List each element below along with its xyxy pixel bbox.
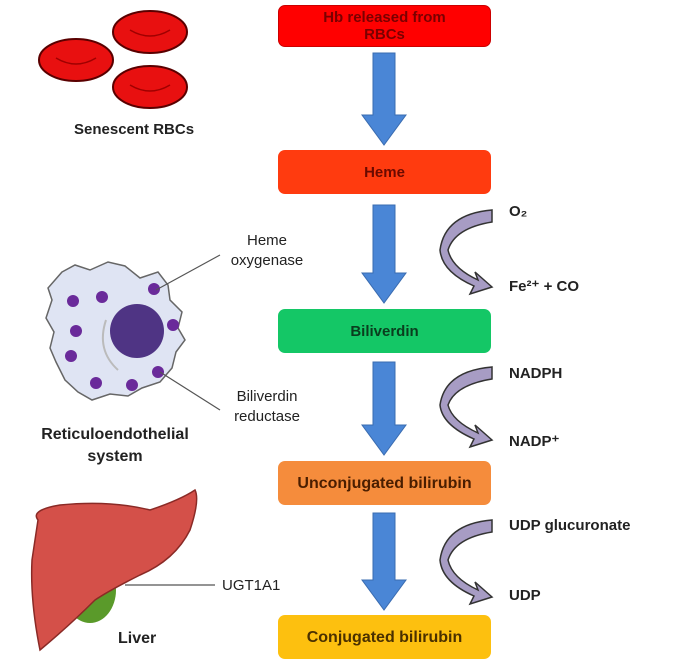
step-conjugated-bilirubin: Conjugated bilirubin [278,615,491,659]
enzyme-heme-oxygenase: Heme oxygenase [230,232,304,269]
reaction-1-output: Fe²⁺ + CO [509,278,580,295]
reaction-1-input: O₂ [509,203,528,220]
enzyme-ugt1a1: UGT1A1 [222,577,281,594]
flow-arrow-2 [361,204,407,304]
label-senescent-rbcs: Senescent RBCs [74,121,195,138]
step-unconjugated-bilirubin-label: Unconjugated bilirubin [297,474,472,492]
enzyme-biliverdin-reductase: Biliverdin reductase [234,388,300,425]
reaction-arrow-2 [439,366,494,449]
reaction-2-input: NADPH [509,365,563,382]
step-hb-released-line1: Hb released from [323,9,446,26]
flow-arrow-4 [361,512,407,611]
reaction-3-output: UDP [509,587,541,604]
step-biliverdin-label: Biliverdin [350,322,419,340]
reaction-arrow-1 [439,209,494,296]
label-reticuloendothelial-system: Reticuloendothelial system [41,426,189,465]
reaction-arrow-3 [439,519,494,606]
step-conjugated-bilirubin-label: Conjugated bilirubin [306,628,463,646]
heme-oxygenase-leader [155,254,221,291]
label-liver: Liver [118,630,157,647]
step-heme: Heme [278,150,491,194]
liver-icon [30,488,198,652]
step-heme-label: Heme [364,163,405,181]
reaction-3-input: UDP glucuronate [509,517,631,534]
biliverdin-reductase-leader [159,371,221,411]
step-hb-released-line2: RBCs [364,26,405,43]
flow-arrow-3 [361,361,407,456]
rbc-icon [112,10,188,54]
rbc-icon [112,65,188,109]
reaction-2-output: NADP⁺ [509,433,560,450]
rbc-icon [38,38,114,82]
macrophage-icon [45,261,186,401]
flow-arrow-1 [361,52,407,146]
step-unconjugated-bilirubin: Unconjugated bilirubin [278,461,491,505]
step-hb-released: Hb released from RBCs [278,5,491,47]
step-biliverdin: Biliverdin [278,309,491,353]
